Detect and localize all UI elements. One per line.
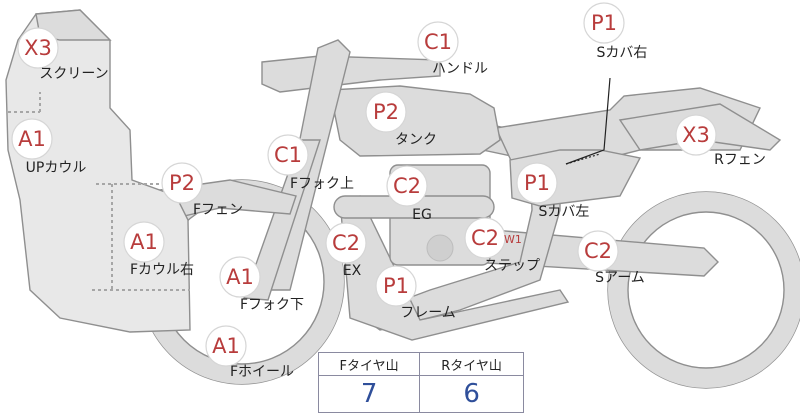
part-front-fender: P2 Fフェン bbox=[161, 162, 243, 218]
part-code: X3 bbox=[24, 36, 52, 60]
part-label: ステップ bbox=[484, 258, 540, 274]
fork-lower-shape bbox=[243, 139, 321, 301]
part-label: Fフォク上 bbox=[290, 176, 354, 192]
front-tire-value: 7 bbox=[317, 375, 421, 413]
part-code: A1 bbox=[18, 127, 46, 151]
part-code: C1 bbox=[274, 143, 302, 167]
rear-tire-value: 6 bbox=[419, 375, 524, 413]
part-step: C2 W1 ステップ bbox=[464, 217, 540, 274]
front-tire-header: Fタイヤ山 bbox=[317, 352, 421, 376]
part-code: P2 bbox=[169, 171, 195, 195]
engine-case bbox=[426, 234, 454, 262]
part-engine: C2 EG bbox=[386, 165, 432, 223]
part-fork-lower: A1 Fフォク下 bbox=[219, 256, 304, 313]
part-code: A1 bbox=[212, 334, 240, 358]
part-code: C2 bbox=[332, 231, 360, 255]
part-code: P1 bbox=[524, 171, 550, 195]
tire-tread-table: Fタイヤ山 Rタイヤ山 7 6 bbox=[317, 352, 524, 413]
part-code: P1 bbox=[591, 11, 617, 35]
part-label: タンク bbox=[395, 132, 437, 148]
rear-wheel-tire bbox=[608, 192, 800, 388]
part-label: EX bbox=[343, 263, 362, 279]
leader-line-dash bbox=[565, 153, 601, 165]
part-code: P2 bbox=[373, 100, 399, 124]
part-label: Fカウル右 bbox=[130, 262, 194, 278]
part-side-cover-left: P1 Sカバ左 bbox=[516, 162, 590, 220]
part-rear-fender: X3 Rフェン bbox=[675, 114, 766, 168]
part-swing-arm: C2 Sアーム bbox=[577, 230, 645, 286]
handle-shape bbox=[261, 55, 441, 93]
part-label: フレーム bbox=[400, 305, 456, 321]
part-tank: P2 タンク bbox=[365, 91, 437, 148]
part-code: P1 bbox=[383, 274, 409, 298]
part-handle: C1 ハンドル bbox=[417, 21, 488, 77]
part-exhaust: C2 EX bbox=[325, 222, 367, 279]
part-code: A1 bbox=[130, 230, 158, 254]
part-right-cowl: A1 Fカウル右 bbox=[123, 221, 194, 278]
part-label: ハンドル bbox=[432, 61, 488, 77]
part-label: Sアーム bbox=[595, 270, 645, 286]
part-label: Fホイール bbox=[230, 364, 294, 380]
part-code: C1 bbox=[424, 30, 452, 54]
part-label: Sカバ左 bbox=[539, 204, 590, 220]
part-label: Sカバ右 bbox=[597, 45, 648, 61]
rear-wheel-inner bbox=[627, 211, 785, 369]
part-side-cover-right: P1 Sカバ右 bbox=[583, 2, 648, 61]
part-label: Rフェン bbox=[714, 152, 766, 168]
part-code: C2 bbox=[584, 239, 612, 263]
part-code-sub: W1 bbox=[504, 233, 522, 246]
part-up-cowl: A1 UPカウル bbox=[11, 118, 87, 176]
part-code: C2 bbox=[393, 174, 421, 198]
leader-line bbox=[565, 77, 611, 165]
part-code: X3 bbox=[682, 123, 710, 147]
part-frame: P1 フレーム bbox=[375, 265, 456, 321]
part-label: EG bbox=[412, 207, 432, 223]
part-screen: X3 スクリーン bbox=[17, 27, 109, 82]
part-fork-upper: C1 Fフォク上 bbox=[267, 134, 354, 192]
part-label: スクリーン bbox=[39, 66, 108, 82]
part-code: C2 bbox=[471, 226, 499, 250]
part-code: A1 bbox=[226, 265, 254, 289]
rear-tire-header: Rタイヤ山 bbox=[419, 352, 524, 376]
part-label: Fフェン bbox=[193, 202, 243, 218]
part-front-wheel: A1 Fホイール bbox=[205, 325, 294, 380]
part-label: Fフォク下 bbox=[240, 297, 304, 313]
part-label: UPカウル bbox=[26, 160, 87, 176]
